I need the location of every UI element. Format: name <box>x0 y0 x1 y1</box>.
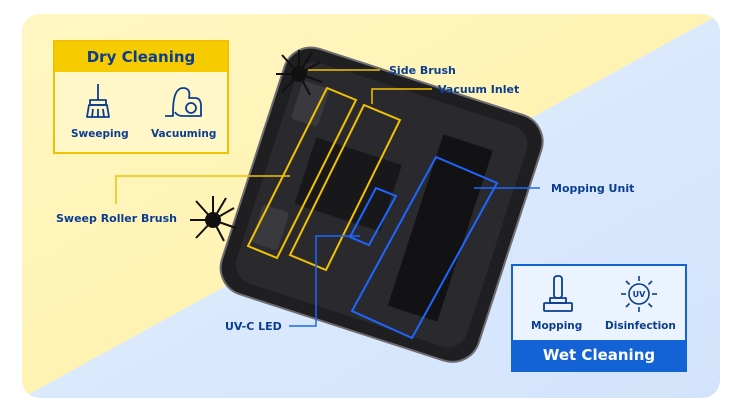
roller-brush-highlight <box>246 86 358 260</box>
dry-cleaning-title: Dry Cleaning <box>55 42 227 72</box>
battery-cover <box>294 137 402 232</box>
leader-vacuum-inlet <box>371 88 432 104</box>
wheel-right <box>251 205 289 250</box>
side-brush-bottom <box>190 196 237 242</box>
mop-pad <box>387 134 493 322</box>
mopping-unit-highlight <box>350 155 499 340</box>
leader-uv-led <box>289 235 360 327</box>
broom-icon <box>86 84 110 118</box>
vacuum-inlet-highlight <box>288 103 402 272</box>
uv-icon: UV <box>621 276 657 312</box>
wheel-left <box>291 81 329 127</box>
side-brush-top <box>276 50 323 96</box>
uv-icon-text: UV <box>633 290 646 299</box>
leader-sweep-roller <box>115 175 290 204</box>
vacuum-icon <box>165 87 202 117</box>
callout-uv-c-led: UV-C LED <box>225 320 282 333</box>
uv-led-highlight <box>348 186 398 247</box>
callout-mopping-unit: Mopping Unit <box>551 182 635 195</box>
callout-sweep-roller-brush: Sweep Roller Brush <box>56 212 178 225</box>
vacuuming-label: Vacuuming <box>151 128 217 140</box>
mopping-label: Mopping <box>531 320 583 332</box>
mop-icon <box>543 275 573 312</box>
wet-cleaning-panel: Mopping UV Disinfection Wet Cleaning <box>511 264 687 372</box>
dry-cleaning-panel: Dry Cleaning Sweeping Vacuuming <box>53 40 229 154</box>
wet-cleaning-title: Wet Cleaning <box>513 340 685 370</box>
callout-vacuum-inlet: Vacuum Inlet <box>438 83 520 96</box>
callout-side-brush: Side Brush <box>389 64 456 77</box>
disinfection-label: Disinfection <box>605 320 676 332</box>
sweeping-label: Sweeping <box>71 128 129 140</box>
